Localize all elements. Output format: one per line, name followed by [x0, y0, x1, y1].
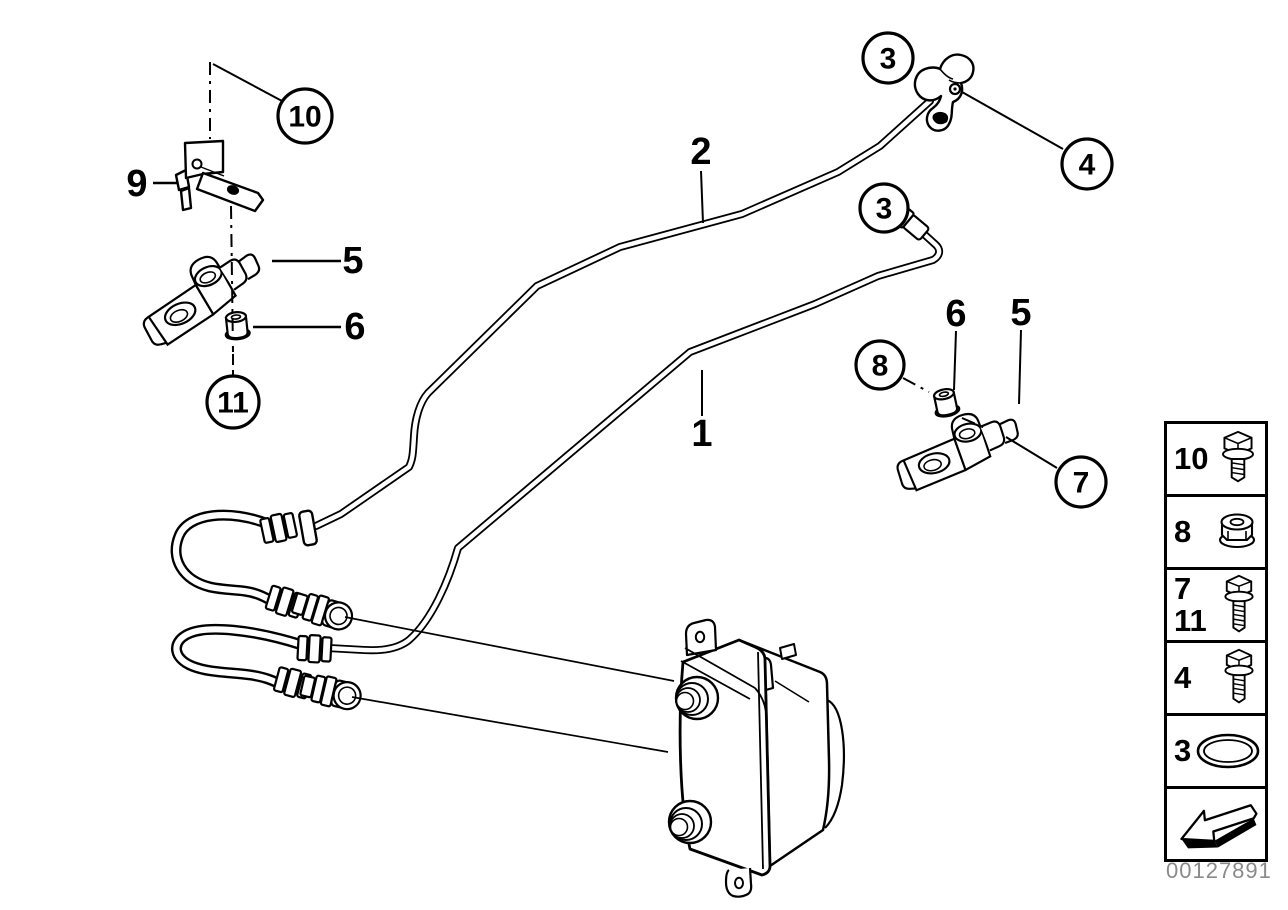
- hex-flange-nut-icon: [1218, 513, 1256, 549]
- label-bushing-6-right[interactable]: 6: [945, 293, 966, 335]
- legend: 10 8: [1164, 421, 1268, 862]
- pipe-2-end-flange: [298, 509, 318, 547]
- legend-row-direction[interactable]: [1167, 786, 1265, 859]
- leader-callout-10: [212, 63, 283, 102]
- leader-label-5-right: [1018, 329, 1022, 405]
- leader-callout-4: [961, 91, 1064, 150]
- direction-arrow-icon: [1179, 804, 1258, 849]
- callout-10[interactable]: 10: [276, 87, 334, 145]
- callout-7[interactable]: 7: [1054, 455, 1108, 509]
- legend-row-7-11[interactable]: 7 11: [1167, 567, 1265, 640]
- leader-fitting-lower: [351, 696, 669, 753]
- leader-fitting-upper: [344, 616, 675, 682]
- legend-number: 4: [1174, 660, 1192, 696]
- callout-11[interactable]: 11: [205, 374, 261, 430]
- legend-number: 10: [1174, 441, 1209, 477]
- callout-4[interactable]: 4: [1060, 137, 1114, 191]
- bracket-9[interactable]: [174, 139, 265, 213]
- hex-flange-bolt-long-icon: [1224, 574, 1254, 633]
- legend-row-10[interactable]: 10: [1167, 424, 1265, 494]
- svg-text:11: 11: [217, 387, 249, 420]
- bushing-6-left[interactable]: [222, 309, 252, 342]
- crimp-coupling-upper: [258, 510, 299, 546]
- legend-number: 3: [1174, 733, 1192, 769]
- bushing-6-right[interactable]: [930, 385, 962, 420]
- leader-label-6-right: [953, 330, 957, 391]
- label-pipe-2[interactable]: 2: [690, 131, 711, 173]
- crimp-coupling-lower: [296, 633, 333, 665]
- label-clamp-5-right[interactable]: 5: [1010, 292, 1031, 334]
- clamp-5-left[interactable]: [127, 237, 274, 352]
- leader-label-2: [700, 170, 704, 224]
- callout-8[interactable]: 8: [854, 339, 906, 391]
- hex-flange-bolt-icon: [1222, 430, 1254, 483]
- svg-text:7: 7: [1073, 467, 1090, 500]
- pipe-2-feed-line[interactable]: [312, 97, 934, 530]
- legend-number: 8: [1174, 514, 1192, 550]
- quick-connect-fitting-lower[interactable]: [297, 670, 365, 714]
- assembly-axis-left: [209, 62, 234, 353]
- legend-number: 11: [1174, 603, 1207, 638]
- label-bracket-9[interactable]: 9: [126, 163, 147, 205]
- legend-row-3[interactable]: 3: [1167, 713, 1265, 786]
- assembly-axis-right: [902, 377, 986, 429]
- svg-text:3: 3: [880, 43, 897, 76]
- legend-row-4[interactable]: 4: [1167, 640, 1265, 713]
- pipe-1-return-line[interactable]: [324, 231, 944, 655]
- image-number: 00127891: [1166, 858, 1272, 883]
- label-pipe-1[interactable]: 1: [691, 413, 712, 455]
- svg-text:10: 10: [288, 101, 321, 134]
- clamp-5-right[interactable]: [887, 402, 1027, 495]
- o-ring-icon: [1196, 733, 1260, 769]
- label-clamp-5-left[interactable]: 5: [342, 240, 363, 282]
- pipe-retainer: [913, 53, 975, 132]
- hex-flange-bolt-icon: [1224, 648, 1254, 704]
- oil-cooler[interactable]: [667, 618, 845, 898]
- svg-text:8: 8: [872, 350, 889, 383]
- label-bushing-6-left[interactable]: 6: [344, 306, 365, 348]
- hose-lower[interactable]: [171, 623, 308, 693]
- callout-3-upper[interactable]: 3: [861, 31, 915, 85]
- leader-callout-7: [1005, 436, 1058, 469]
- svg-text:4: 4: [1079, 149, 1096, 182]
- callout-3-lower[interactable]: 3: [858, 182, 910, 234]
- hose-upper[interactable]: [170, 509, 280, 608]
- legend-row-8[interactable]: 8: [1167, 494, 1265, 567]
- svg-text:3: 3: [876, 193, 893, 226]
- quick-connect-fitting-upper[interactable]: [289, 587, 357, 635]
- legend-number: 7: [1174, 571, 1192, 607]
